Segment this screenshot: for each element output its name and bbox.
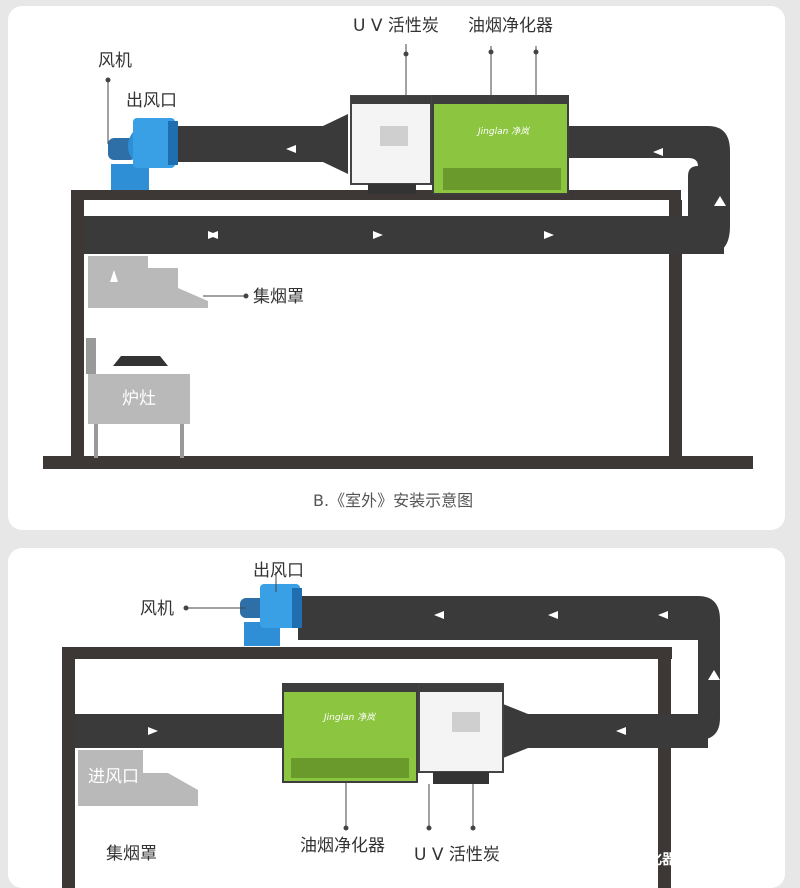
label-outlet: 出风口	[253, 561, 304, 581]
label-fan: 风机	[140, 599, 174, 619]
label-purifier: 油烟净化器	[468, 16, 553, 36]
diagram-indoor-svg: Jinglan 净岚 出风口 风机 进风口 集烟罩 油烟净化器 U V 活性炭 …	[62, 561, 785, 888]
purifier-unit: Jinglan 净岚	[432, 95, 569, 195]
diagram-caption: B.《室外》安装示意图	[313, 491, 473, 510]
purifier-unit: Jinglan 净岚	[282, 683, 418, 783]
indoor-duct	[84, 216, 724, 254]
label-outlet: 出风口	[126, 91, 177, 111]
label-hood: 集烟罩	[253, 287, 304, 307]
label-uv-carbon: U V 活性炭	[353, 16, 439, 36]
label-hood: 集烟罩	[106, 844, 157, 864]
smoke-hood	[78, 750, 198, 806]
roof-duct-right	[568, 126, 598, 158]
fan	[108, 118, 178, 190]
label-stove: 炉灶	[122, 389, 156, 409]
roof-slab	[62, 647, 672, 659]
roof-slab	[71, 190, 681, 200]
diagram-outdoor-svg: Jinglan 净岚 风机 出风口 U V 活性炭 油烟净化器 集烟罩 炉灶 B…	[43, 16, 753, 510]
leader-lines	[105, 44, 539, 299]
label-inlet: 进风口	[88, 767, 139, 787]
indoor-duct-left	[75, 714, 285, 748]
indoor-duct-right	[503, 704, 708, 758]
hood-arrow	[110, 270, 118, 282]
riser-top-bend	[568, 126, 730, 186]
diagram-indoor-install: Jinglan 净岚 出风口 风机 进风口 集烟罩 油烟净化器 U V 活性炭 …	[8, 548, 785, 888]
roof-duct-left	[173, 114, 348, 174]
purifier-brand: Jinglan 净岚	[476, 126, 530, 137]
left-wall	[71, 190, 84, 458]
uv-carbon-unit	[418, 683, 504, 784]
right-wall	[669, 200, 682, 458]
smoke-hood	[88, 256, 208, 308]
fan	[240, 584, 302, 646]
floor-slab	[43, 456, 753, 469]
purifier-brand: Jinglan 净岚	[322, 712, 376, 723]
label-fan: 风机	[98, 51, 132, 71]
flow-arrows	[208, 145, 726, 239]
uv-carbon-unit	[350, 95, 432, 194]
flow-arrows	[148, 611, 720, 735]
label-purifier: 油烟净化器	[300, 836, 385, 856]
diagram-outdoor-install: Jinglan 净岚 风机 出风口 U V 活性炭 油烟净化器 集烟罩 炉灶 B…	[8, 6, 785, 530]
roof-duct	[298, 596, 720, 740]
label-uv-carbon: U V 活性炭	[414, 845, 500, 865]
watermark: 净岚油烟净化器136-2232-7331	[578, 851, 785, 868]
stove	[86, 338, 190, 458]
leader-lines	[183, 572, 476, 831]
left-wall	[62, 647, 75, 888]
